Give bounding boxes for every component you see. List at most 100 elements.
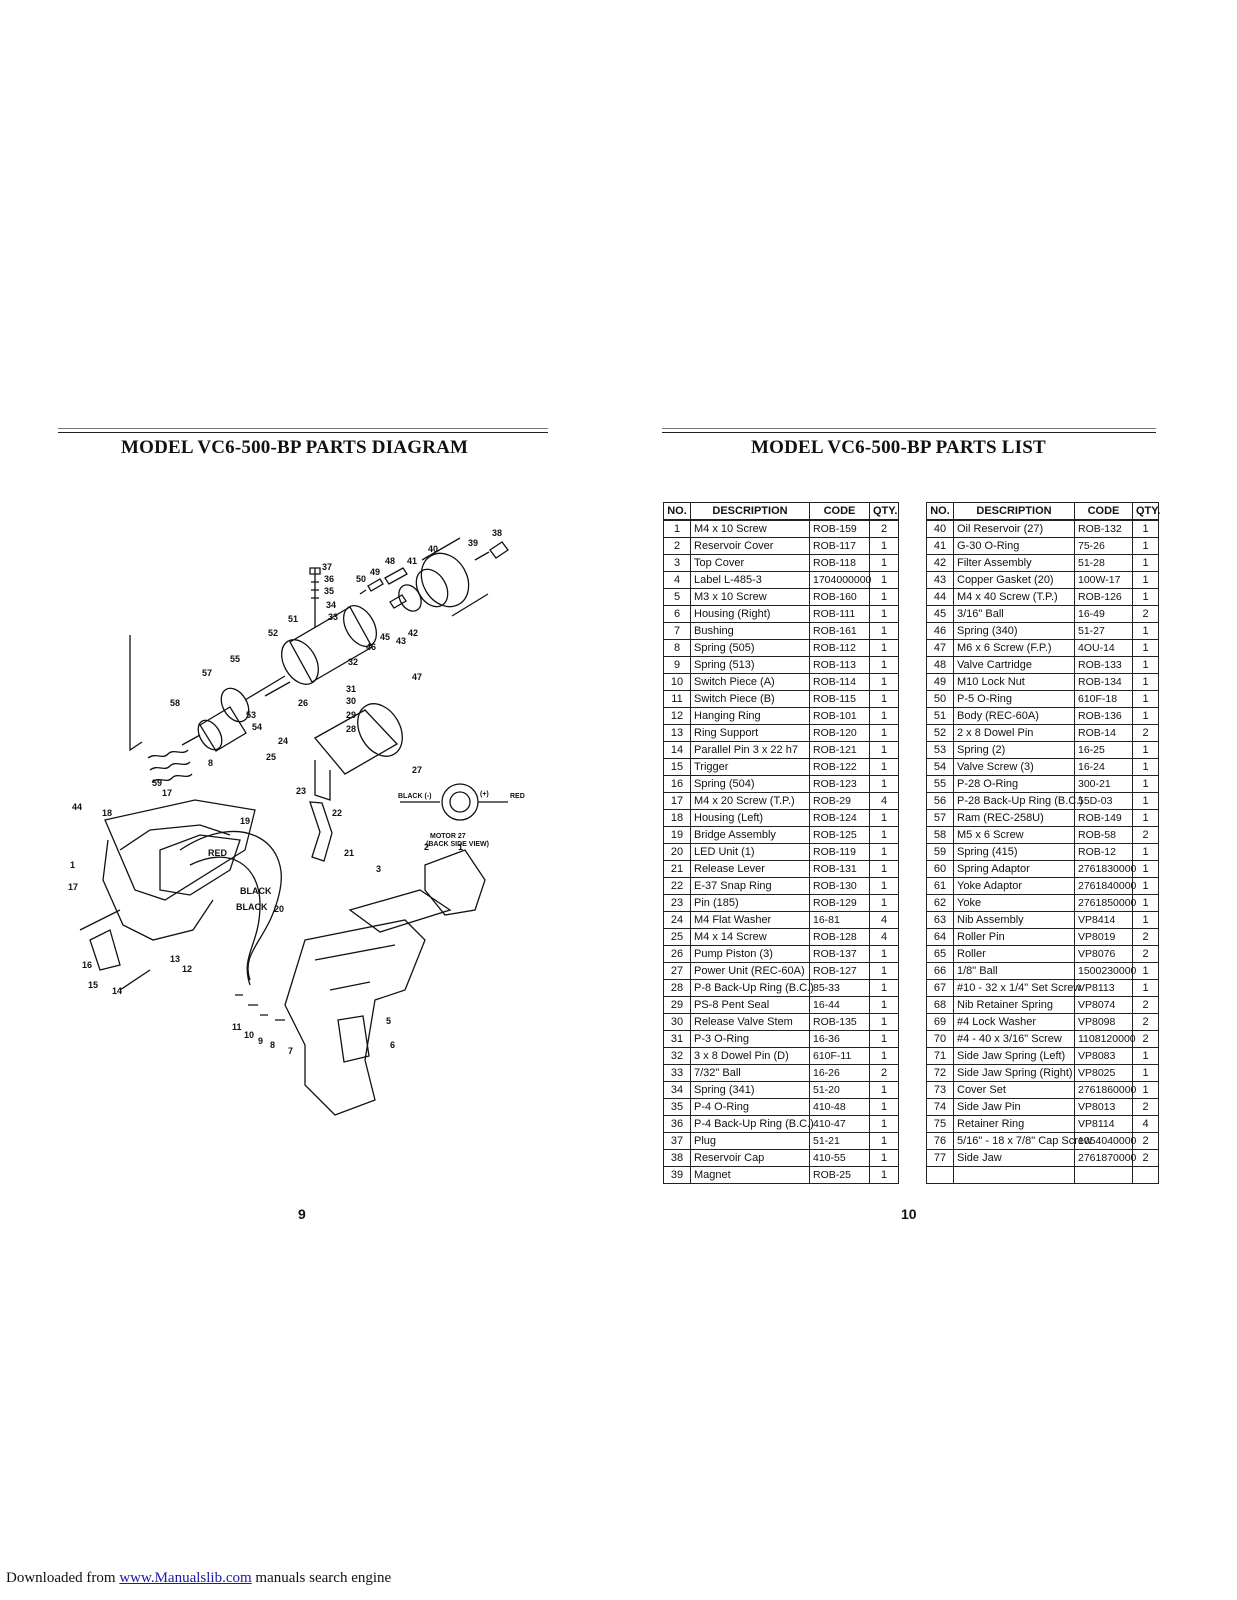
- part-code: ROB-129: [809, 894, 870, 912]
- manualslib-link[interactable]: www.Manualslib.com: [119, 1570, 252, 1586]
- part-qty: 1: [869, 1013, 899, 1031]
- part-qty: 1: [869, 894, 899, 912]
- part-qty: 1: [1132, 554, 1159, 572]
- part-qty: 1: [869, 775, 899, 793]
- part-number: 50: [926, 690, 954, 708]
- part-description: Ring Support: [690, 724, 810, 742]
- part-qty: 1: [869, 1047, 899, 1065]
- part-description: Side Jaw: [953, 1149, 1075, 1167]
- part-code: 410-55: [809, 1149, 870, 1167]
- svg-text:44: 44: [72, 802, 82, 812]
- part-qty: 1: [869, 996, 899, 1014]
- part-code: ROB-122: [809, 758, 870, 776]
- part-description: P-8 Back-Up Ring (B.C.): [690, 979, 814, 997]
- part-code: ROB-126: [1074, 588, 1133, 606]
- part-description: Oil Reservoir (27): [953, 519, 1075, 538]
- part-number: 33: [663, 1064, 691, 1082]
- part-qty: 1: [1132, 1047, 1159, 1065]
- header-no: NO.: [663, 502, 691, 521]
- part-code: 410-47: [809, 1115, 870, 1133]
- part-description: 3/16" Ball: [953, 605, 1075, 623]
- header-code: CODE: [809, 502, 870, 521]
- part-qty: 2: [1132, 1098, 1159, 1116]
- part-code: ROB-149: [1074, 809, 1133, 827]
- part-number: 43: [926, 571, 954, 589]
- part-code: VP8414: [1074, 911, 1133, 929]
- part-description: 3 x 8 Dowel Pin (D): [690, 1047, 810, 1065]
- part-description: Label L-485-3: [690, 571, 810, 589]
- part-code: ROB-128: [809, 928, 870, 946]
- motor-back-view: [441, 783, 479, 821]
- svg-text:RED: RED: [510, 793, 525, 800]
- part-description: Spring (2): [953, 741, 1075, 759]
- part-number: 46: [926, 622, 954, 640]
- part-number: 72: [926, 1064, 954, 1082]
- part-code: VP8076: [1074, 945, 1133, 963]
- svg-text:1: 1: [458, 842, 463, 852]
- svg-text:45: 45: [380, 632, 390, 642]
- part-description: M6 x 6 Screw (F.P.): [953, 639, 1075, 657]
- part-code: ROB-127: [809, 962, 870, 980]
- part-qty: 1: [1132, 588, 1159, 606]
- part-code: ROB-132: [1074, 519, 1133, 538]
- part-description: P-5 O-Ring: [953, 690, 1075, 708]
- part-qty: 4: [869, 792, 899, 810]
- part-code: ROB-133: [1074, 656, 1133, 674]
- part-number: 69: [926, 1013, 954, 1031]
- svg-text:BLACK: BLACK: [236, 902, 268, 912]
- table-row: [926, 1166, 1159, 1184]
- part-description: Body (REC-60A): [953, 707, 1075, 725]
- svg-text:37: 37: [322, 562, 332, 572]
- part-code: ROB-25: [809, 1166, 870, 1184]
- part-qty: 1: [869, 605, 899, 623]
- part-qty: 4: [869, 911, 899, 929]
- svg-text:47: 47: [412, 672, 422, 682]
- part-code: 51-28: [1074, 554, 1133, 572]
- part-qty: 1: [869, 1098, 899, 1116]
- part-number: 75: [926, 1115, 954, 1133]
- part-qty: 1: [1132, 1081, 1159, 1099]
- part-qty: [1132, 1166, 1159, 1184]
- part-code: 16-44: [809, 996, 870, 1014]
- part-qty: 1: [869, 979, 899, 997]
- svg-text:34: 34: [326, 600, 336, 610]
- part-qty: 1: [869, 809, 899, 827]
- svg-text:31: 31: [346, 684, 356, 694]
- svg-text:30: 30: [346, 696, 356, 706]
- left-header-rule: [58, 432, 548, 433]
- part-number: 45: [926, 605, 954, 623]
- part-qty: 1: [869, 673, 899, 691]
- part-code: VP8025: [1074, 1064, 1133, 1082]
- svg-text:5: 5: [386, 1016, 391, 1026]
- svg-text:50: 50: [356, 574, 366, 584]
- part-description: PS-8 Pent Seal: [690, 996, 810, 1014]
- part-number: 11: [663, 690, 691, 708]
- svg-text:19: 19: [240, 816, 250, 826]
- part-code: ROB-120: [809, 724, 870, 742]
- part-number: 19: [663, 826, 691, 844]
- part-code: 51-21: [809, 1132, 870, 1150]
- part-description: Yoke: [953, 894, 1075, 912]
- part-description: Release Lever: [690, 860, 810, 878]
- part-number: 20: [663, 843, 691, 861]
- housing-right-part: [284, 919, 426, 1116]
- part-description: Housing (Right): [690, 605, 810, 623]
- svg-text:41: 41: [407, 556, 417, 566]
- part-qty: 1: [869, 588, 899, 606]
- ram-part: [199, 706, 247, 752]
